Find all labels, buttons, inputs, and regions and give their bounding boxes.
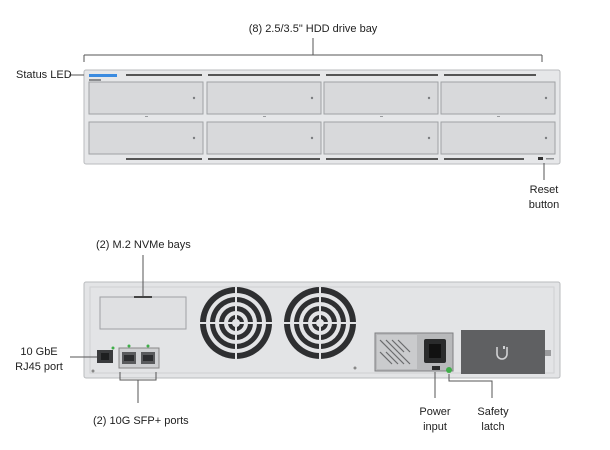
status-led-label: Status LED bbox=[16, 69, 72, 81]
safety-latch-label-1: Safety bbox=[477, 406, 509, 418]
sfp-ports-label: (2) 10G SFP+ ports bbox=[93, 415, 189, 427]
fan-left bbox=[200, 287, 272, 359]
nvme-bays-label: (2) M.2 NVMe bays bbox=[96, 239, 191, 251]
tray-release-dots bbox=[192, 96, 548, 140]
reset-button bbox=[538, 157, 543, 160]
drive-trays bbox=[88, 81, 556, 155]
drive-tray-3 bbox=[323, 81, 439, 115]
rj45-port-label-2: RJ45 port bbox=[15, 361, 63, 373]
drive-tray-6 bbox=[206, 121, 322, 155]
model-label bbox=[89, 79, 101, 81]
front-vent-bottom bbox=[126, 158, 524, 160]
drive-tray-7 bbox=[323, 121, 439, 155]
nvme-bay-latch bbox=[134, 296, 152, 298]
ground-screw bbox=[91, 369, 95, 373]
tray-marks bbox=[145, 116, 500, 117]
drive-tray-8 bbox=[440, 121, 556, 155]
safety-latch-label-2: latch bbox=[481, 421, 505, 433]
sfp-ports bbox=[118, 344, 160, 369]
power-supply bbox=[374, 332, 454, 372]
drive-bay-label: (8) 2.5/3.5" HDD drive bay bbox=[248, 23, 378, 35]
fan-right bbox=[284, 287, 356, 359]
drive-tray-1 bbox=[88, 81, 204, 115]
power-input-label-1: Power bbox=[419, 406, 451, 418]
drive-tray-4 bbox=[440, 81, 556, 115]
safety-latch bbox=[446, 367, 452, 373]
rj45-port bbox=[97, 346, 115, 363]
rear-chassis-inner bbox=[89, 286, 555, 374]
reset-button-label-2: button bbox=[528, 199, 560, 211]
rj45-port-label-1: 10 GbE bbox=[20, 346, 58, 358]
reset-button-label-1: Reset bbox=[529, 184, 559, 196]
drive-tray-2 bbox=[206, 81, 322, 115]
rear-leaders bbox=[70, 356, 493, 403]
status-led bbox=[89, 74, 117, 77]
rear-screw bbox=[353, 366, 357, 370]
drive-tray-5 bbox=[88, 121, 204, 155]
drive-bay-bracket bbox=[83, 38, 543, 62]
nvme-bay-cover bbox=[99, 296, 187, 330]
psu-blank-cover bbox=[461, 330, 551, 374]
power-input-label-2: input bbox=[423, 421, 447, 433]
reset-text-mark bbox=[546, 158, 554, 160]
front-vent-top bbox=[126, 74, 536, 76]
